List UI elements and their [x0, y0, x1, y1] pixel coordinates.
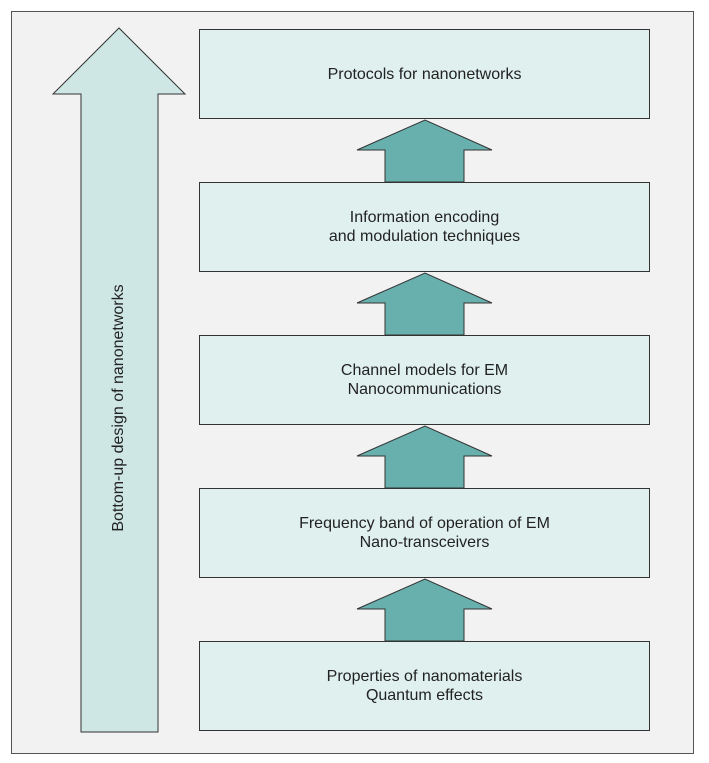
- layer-box-line: Protocols for nanonetworks: [327, 65, 522, 83]
- up-arrow-2: [356, 272, 493, 336]
- layer-box-line: Nanocommunications: [347, 381, 502, 398]
- layer-box-line: and modulation techniques: [328, 228, 521, 245]
- layer-box-line: Channel models for EM: [340, 362, 509, 379]
- layer-box-line: Nano-transceivers: [359, 534, 490, 551]
- layer-box-nanomaterials: Properties of nanomaterials Quantum effe…: [199, 641, 650, 731]
- layer-box-line: Information encoding: [349, 209, 500, 226]
- layer-box-protocols: Protocols for nanonetworks: [199, 29, 650, 119]
- up-arrow-1: [356, 119, 493, 183]
- layer-box-encoding: Information encoding and modulation tech…: [199, 182, 650, 272]
- layer-box-frequency-band: Frequency band of operation of EM Nano-t…: [199, 488, 650, 578]
- layer-box-line: Quantum effects: [365, 687, 484, 704]
- up-arrow-3: [356, 425, 493, 489]
- layer-box-line: Frequency band of operation of EM: [299, 515, 550, 532]
- layer-box-channel-models: Channel models for EM Nanocommunications: [199, 335, 650, 425]
- layer-box-line: Properties of nanomaterials: [326, 668, 523, 685]
- up-arrow-4: [356, 578, 493, 642]
